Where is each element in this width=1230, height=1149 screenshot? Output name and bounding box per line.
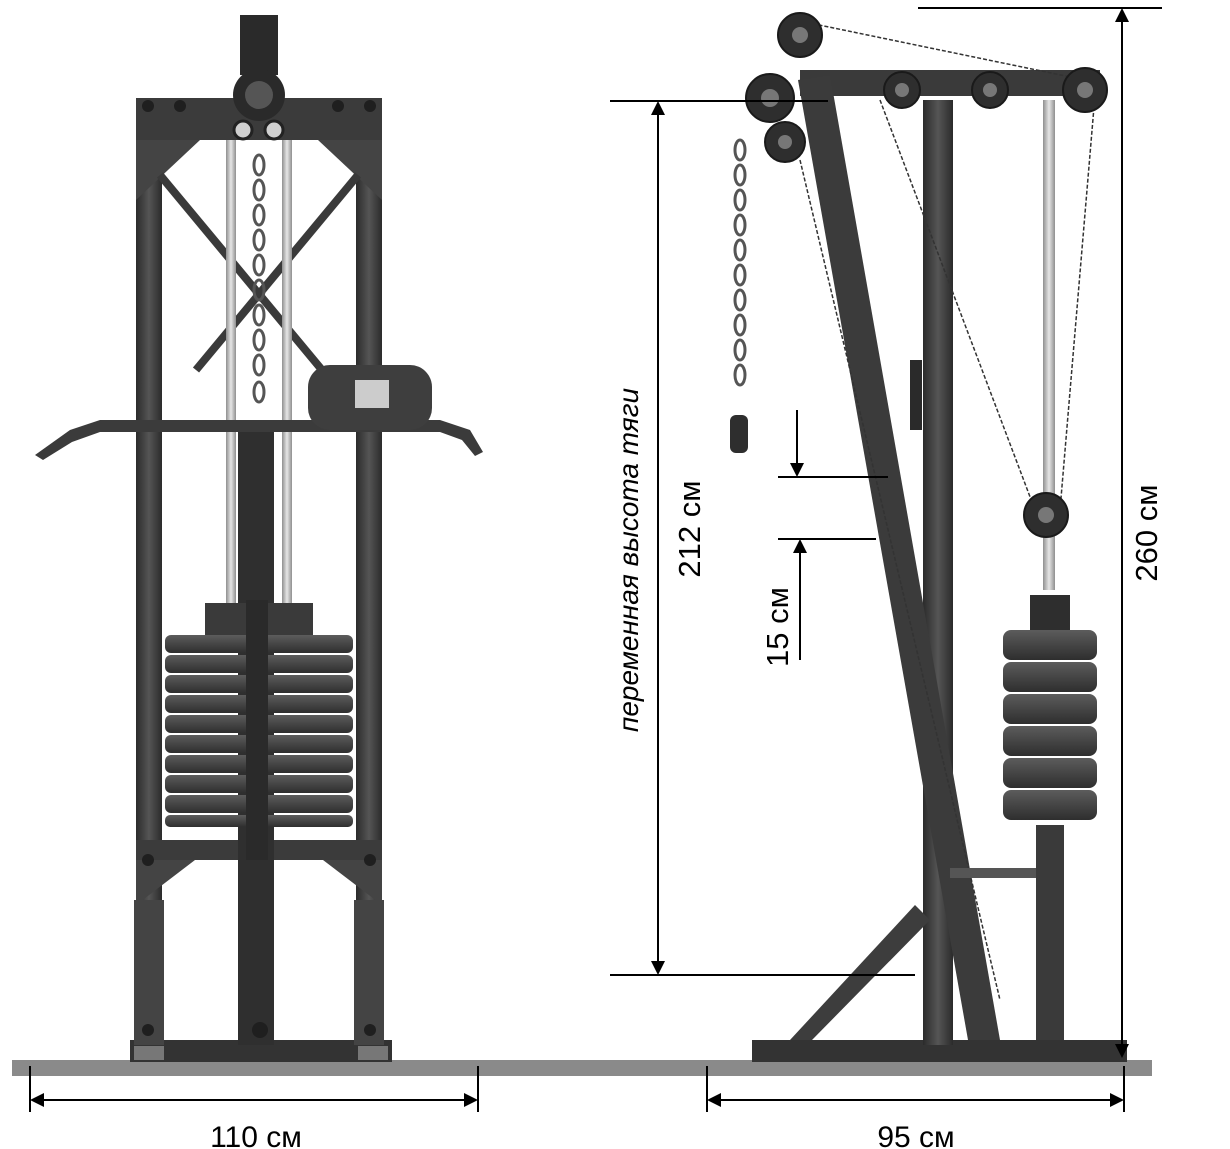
front-width-label: 110 см bbox=[210, 1121, 302, 1149]
variable-height-label: переменная высота тяги bbox=[613, 387, 644, 732]
total-height-label: 260 см bbox=[1129, 484, 1164, 581]
dimension-lines bbox=[29, 7, 1162, 1112]
side-view bbox=[730, 12, 1127, 1062]
side-depth-label: 95 см bbox=[877, 1121, 954, 1149]
side-weight-stack bbox=[1003, 630, 1097, 820]
pull-height-label: 212 см bbox=[672, 480, 707, 577]
side-adjustable-arm bbox=[798, 75, 1000, 1040]
floor-strip bbox=[12, 1060, 1152, 1076]
step-label: 15 см bbox=[760, 587, 795, 667]
front-view bbox=[35, 15, 483, 1062]
